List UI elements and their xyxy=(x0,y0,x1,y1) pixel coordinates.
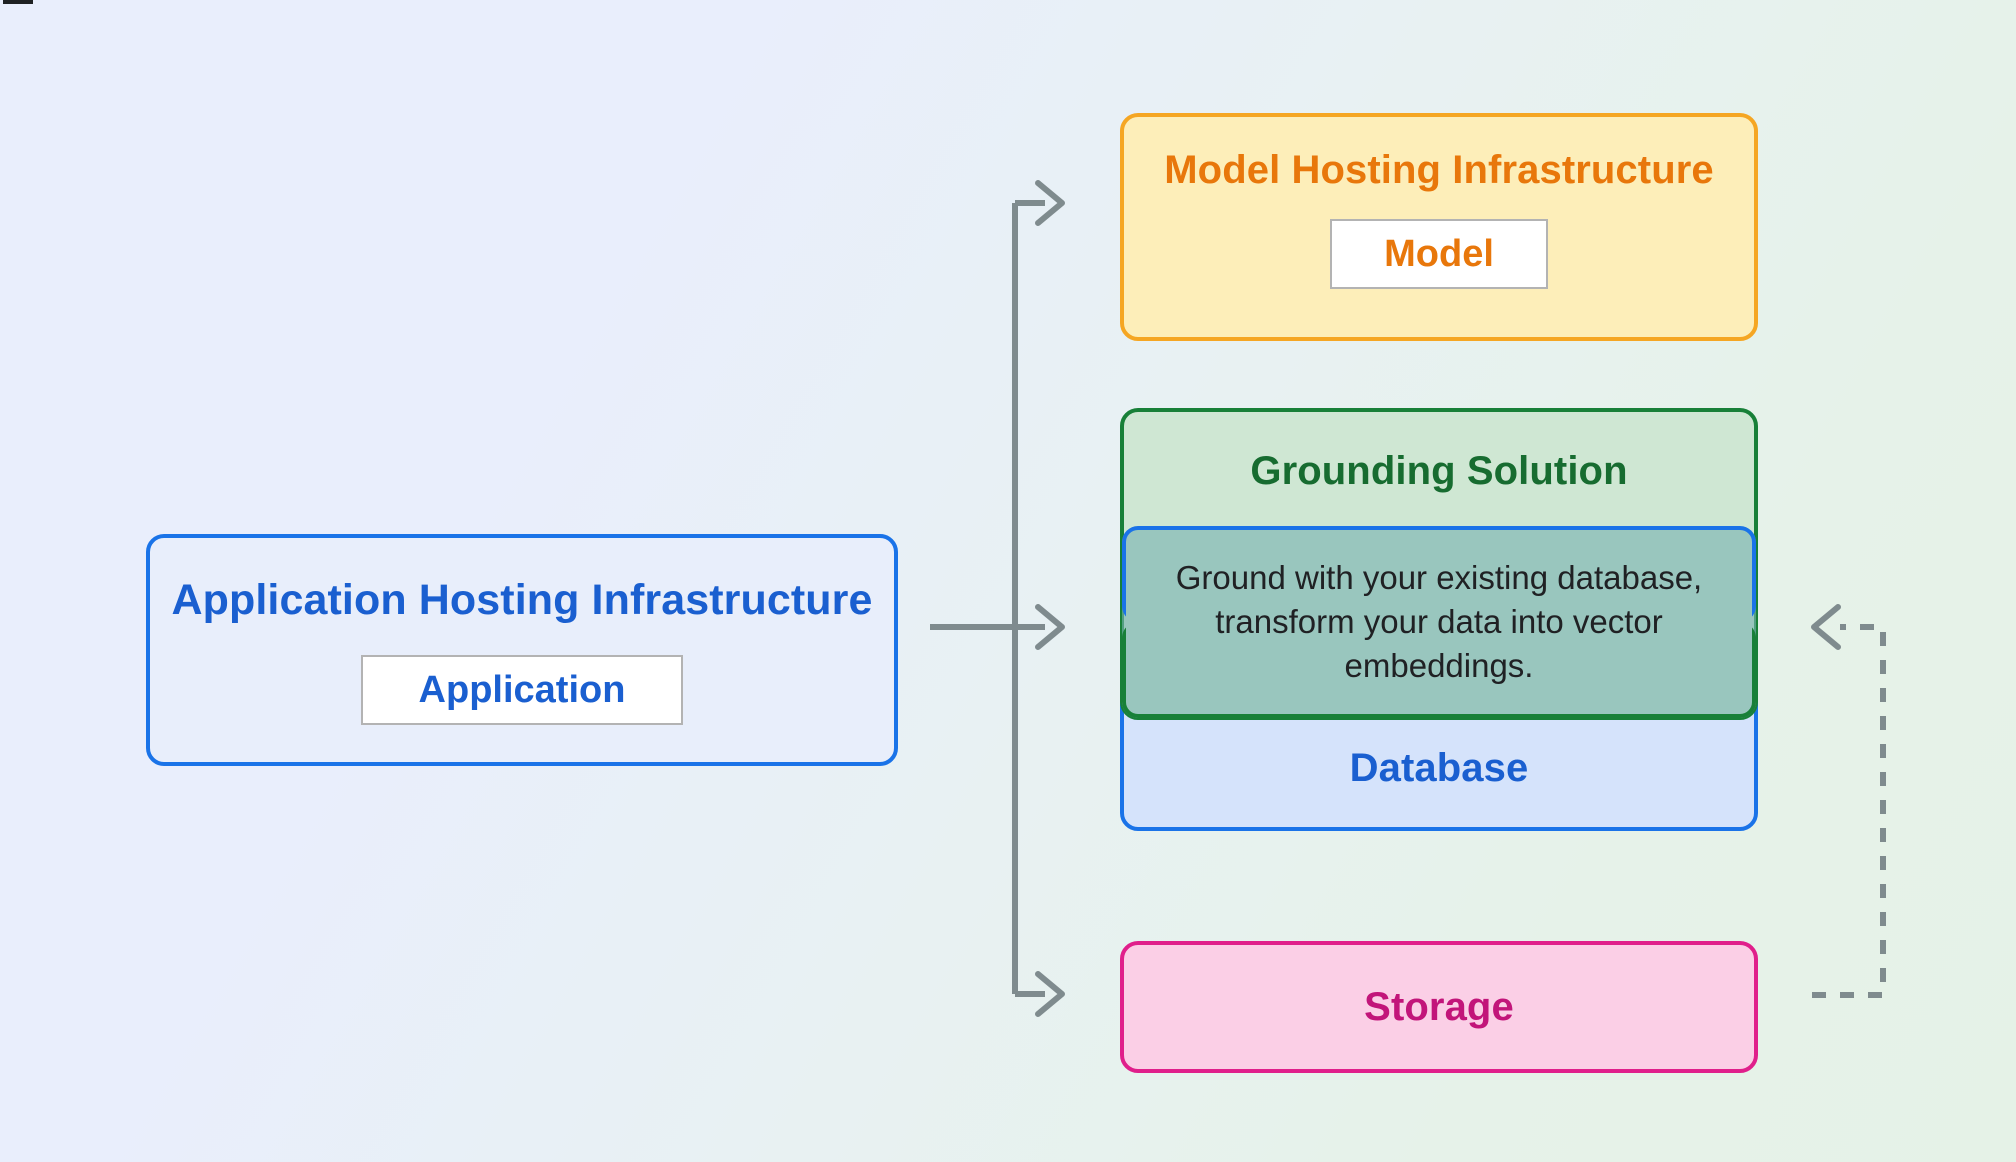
arrowhead-to-grounding-icon xyxy=(1035,604,1065,650)
arrowhead-to-storage-icon xyxy=(1035,971,1065,1017)
grounding-note: Ground with your existing database, tran… xyxy=(1122,526,1756,718)
arrowhead-storage-to-database-icon xyxy=(1811,604,1841,650)
application-chip[interactable]: Application xyxy=(361,655,683,726)
connector-storage-to-database-dashed xyxy=(1812,624,1886,998)
arrowhead-to-model-icon xyxy=(1035,180,1065,226)
storage-title: Storage xyxy=(1364,985,1514,1029)
database-title: Database xyxy=(1349,746,1529,790)
application-hosting-title: Application Hosting Infrastructure xyxy=(171,576,873,624)
corner-artifact xyxy=(3,0,33,4)
grounding-solution-title: Grounding Solution xyxy=(1250,449,1628,493)
application-hosting-infrastructure-node[interactable]: Application Hosting Infrastructure Appli… xyxy=(146,534,898,766)
model-hosting-infrastructure-node[interactable]: Model Hosting Infrastructure Model xyxy=(1120,113,1758,341)
grounding-note-text: Ground with your existing database, tran… xyxy=(1175,559,1703,684)
model-hosting-title: Model Hosting Infrastructure xyxy=(1164,148,1714,192)
model-chip[interactable]: Model xyxy=(1330,219,1548,289)
storage-node[interactable]: Storage xyxy=(1120,941,1758,1073)
